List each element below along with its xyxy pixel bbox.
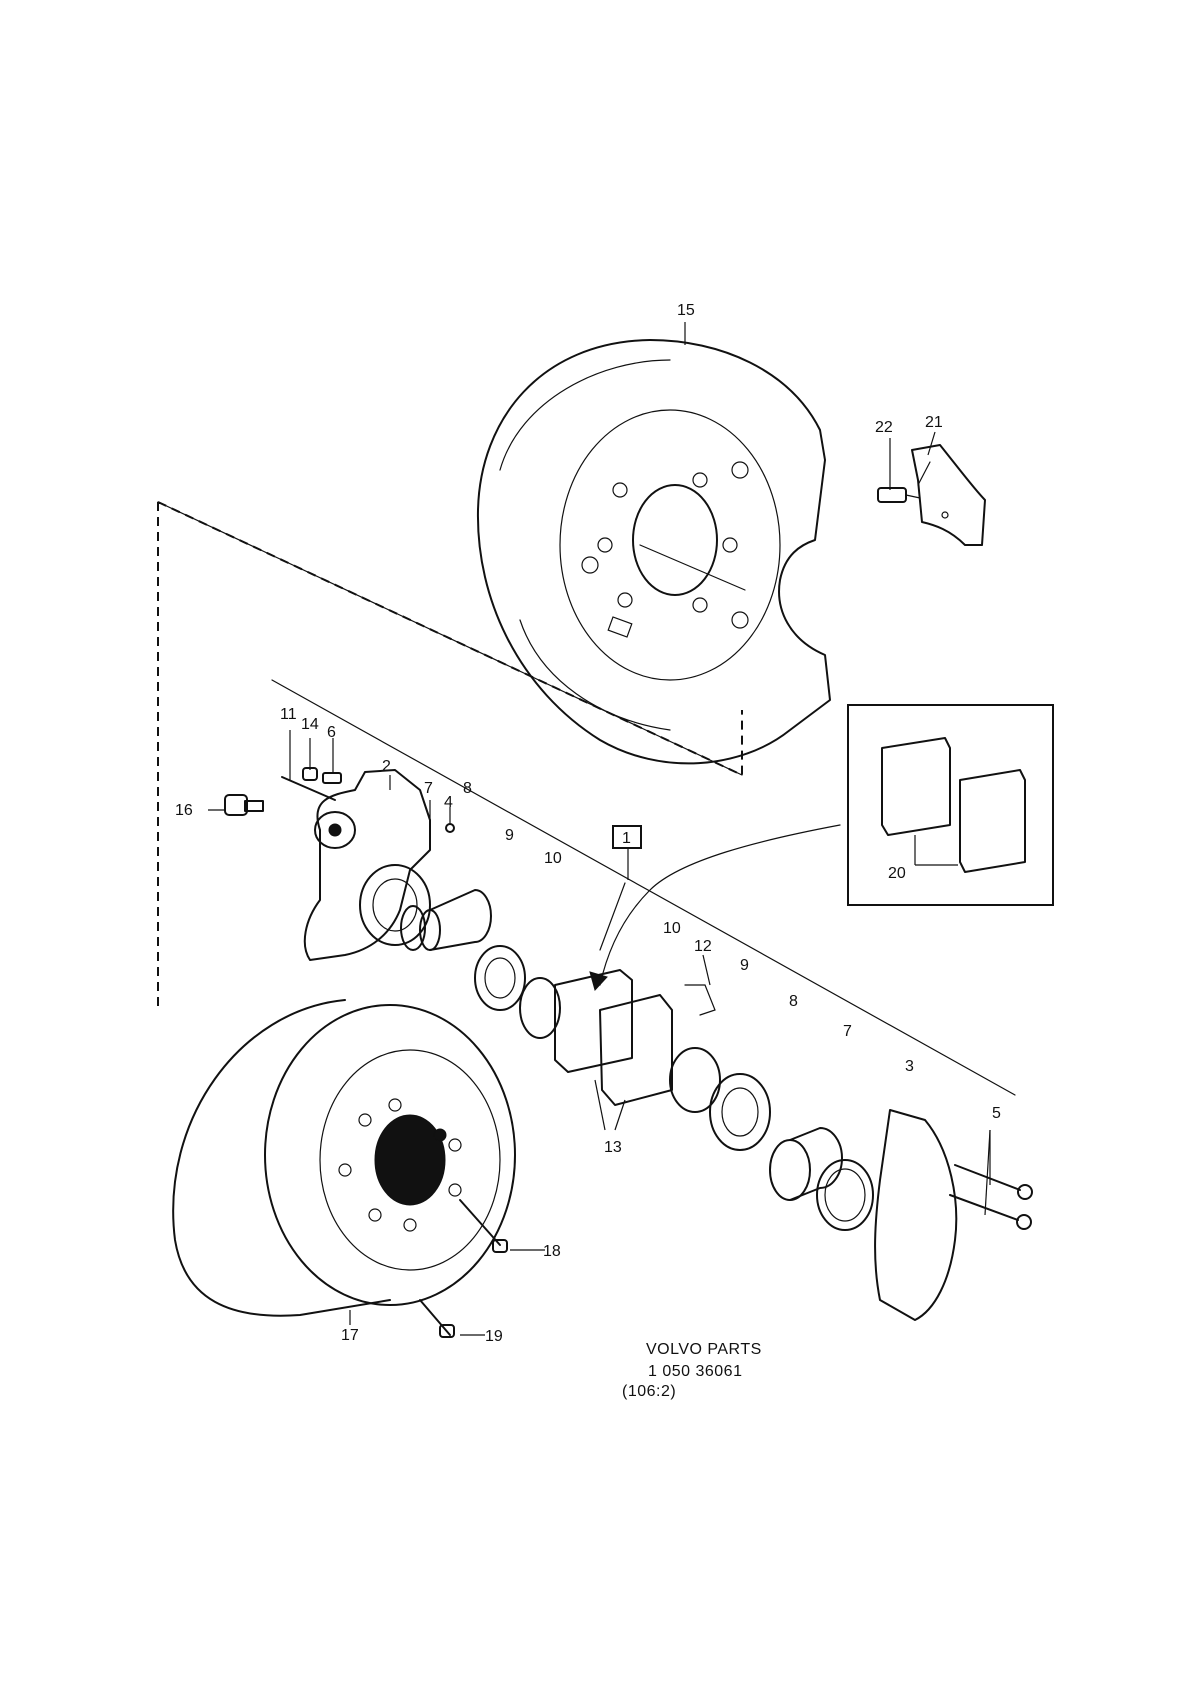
callout-6: 6 xyxy=(327,724,336,741)
callout-5: 5 xyxy=(992,1105,1001,1122)
wheel-studs xyxy=(419,1199,508,1338)
callout-20: 20 xyxy=(888,865,906,882)
callout-1: 1 xyxy=(622,830,631,847)
callout-12: 12 xyxy=(694,938,712,955)
assembly-axis-lines xyxy=(157,501,1016,1096)
callout-19: 19 xyxy=(485,1328,503,1345)
callout-7b: 7 xyxy=(843,1023,852,1040)
caliper-hardware xyxy=(224,767,455,833)
caption-line-2: 1 050 36061 xyxy=(648,1363,742,1380)
inset-frame xyxy=(847,704,1054,906)
callout-7a: 7 xyxy=(424,780,433,797)
callout-18: 18 xyxy=(543,1243,561,1260)
callout-1-box xyxy=(612,825,642,849)
right-caliper-drawing xyxy=(874,1109,958,1321)
callout-8b: 8 xyxy=(789,993,798,1010)
callout-14: 14 xyxy=(301,716,319,733)
callout-2: 2 xyxy=(382,758,391,775)
inset-connector xyxy=(589,824,841,991)
bracket-drawing xyxy=(877,444,986,546)
caption-line-1: VOLVO PARTS xyxy=(646,1341,762,1358)
caliper-bolts xyxy=(949,1164,1033,1230)
caliper-half-drawing xyxy=(303,769,431,961)
left-seal-stack xyxy=(400,889,561,1039)
leader-lines xyxy=(208,322,991,1336)
caption-line-3: (106:2) xyxy=(622,1383,676,1400)
brake-pads-drawing xyxy=(554,969,716,1106)
callout-15: 15 xyxy=(677,302,695,319)
callout-21: 21 xyxy=(925,414,943,431)
callout-9b: 9 xyxy=(740,957,749,974)
right-seal-stack xyxy=(669,1047,874,1231)
dust-shield-drawing xyxy=(476,339,831,765)
callout-labels: 1 2 3 4 5 6 7 7 8 8 9 9 10 10 11 12 13 1… xyxy=(175,302,1001,1345)
callout-11: 11 xyxy=(280,706,297,723)
callout-10b: 10 xyxy=(663,920,681,937)
callout-9a: 9 xyxy=(505,827,514,844)
callout-10a: 10 xyxy=(544,850,562,867)
parts-caption: VOLVO PARTS 1 050 36061 (106:2) xyxy=(622,1341,762,1400)
dashed-outline xyxy=(157,501,743,1010)
callout-8a: 8 xyxy=(463,780,472,797)
callout-4: 4 xyxy=(444,794,453,811)
pad-inset xyxy=(847,704,1054,906)
callout-3: 3 xyxy=(905,1058,914,1075)
callout-16: 16 xyxy=(175,802,193,819)
callout-17: 17 xyxy=(341,1327,359,1344)
callout-22: 22 xyxy=(875,419,893,436)
brake-disc-drawing xyxy=(172,999,516,1317)
callout-13: 13 xyxy=(604,1139,622,1156)
